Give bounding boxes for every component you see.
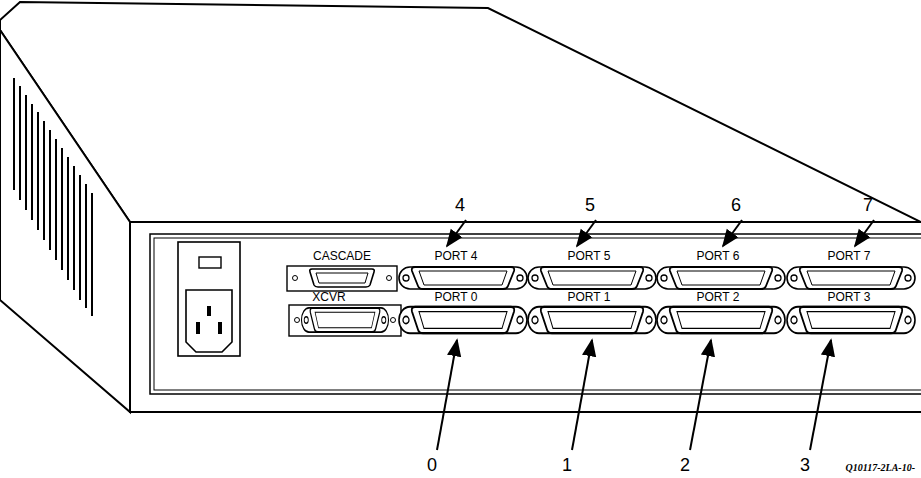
port-label: PORT 1: [568, 291, 611, 303]
port-label: PORT 6: [697, 250, 740, 262]
connector-label: XCVR: [312, 291, 345, 303]
callout-number: 5: [585, 196, 595, 214]
port-label: PORT 5: [568, 250, 611, 262]
port-label: PORT 0: [435, 291, 478, 303]
callout-number: 2: [680, 456, 690, 474]
callout-number: 7: [863, 196, 873, 214]
callout-number: 4: [455, 196, 465, 214]
port-label: PORT 4: [435, 250, 478, 262]
port-label: PORT 7: [828, 250, 871, 262]
callout-number: 0: [427, 456, 437, 474]
figure-code: Q10117-2LA-10-: [846, 463, 915, 473]
callout-number: 1: [562, 456, 572, 474]
port-label: PORT 2: [697, 291, 740, 303]
callout-number: 3: [800, 456, 810, 474]
port-label: PORT 3: [828, 291, 871, 303]
callout-number: 6: [731, 196, 741, 214]
connector-label: CASCADE: [313, 250, 371, 262]
